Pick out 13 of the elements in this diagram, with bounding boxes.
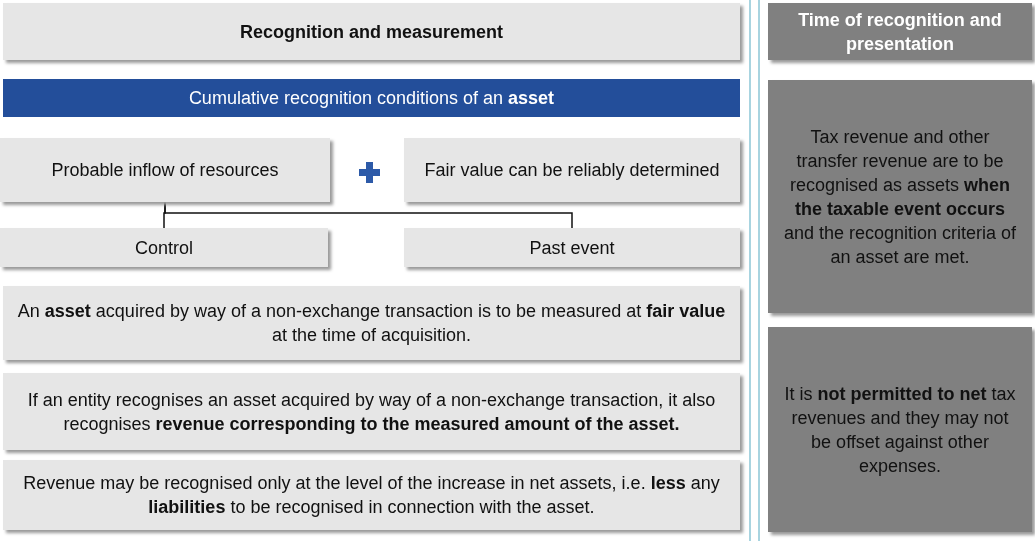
text-box: Tax revenue and other transfer revenue are to be recognised as assets when the taxable event occurs and the recognition criteria of an asset are met.: [768, 80, 1032, 313]
criterion-box: Control: [0, 228, 328, 267]
text-box: An asset acquired by way of a non-exchange transaction is to be measured at fair value at the time of acquisition.: [3, 286, 740, 360]
criterion-box: Past event: [404, 228, 740, 267]
heading-box: Recognition and measurement: [3, 3, 740, 60]
text-box: If an entity recognises an asset acquired by way of a non-exchange transaction, it also recognises revenue corresponding to the measured amount of the asset.: [3, 373, 740, 450]
connector-line: [164, 201, 573, 229]
condition-box: Fair value can be reliably determined: [404, 138, 740, 202]
banner: Cumulative recognition conditions of an asset: [3, 79, 740, 117]
text-box: It is not permitted to net tax revenues and they may not be offset against other expenses.: [768, 327, 1032, 532]
heading-box: Time of recognition and presentation: [768, 3, 1032, 60]
condition-box: Probable inflow of resources: [0, 138, 330, 202]
text-box: Revenue may be recognised only at the level of the increase in net assets, i.e. less any liabilities to be recognised in connection with the asset.: [3, 460, 740, 530]
